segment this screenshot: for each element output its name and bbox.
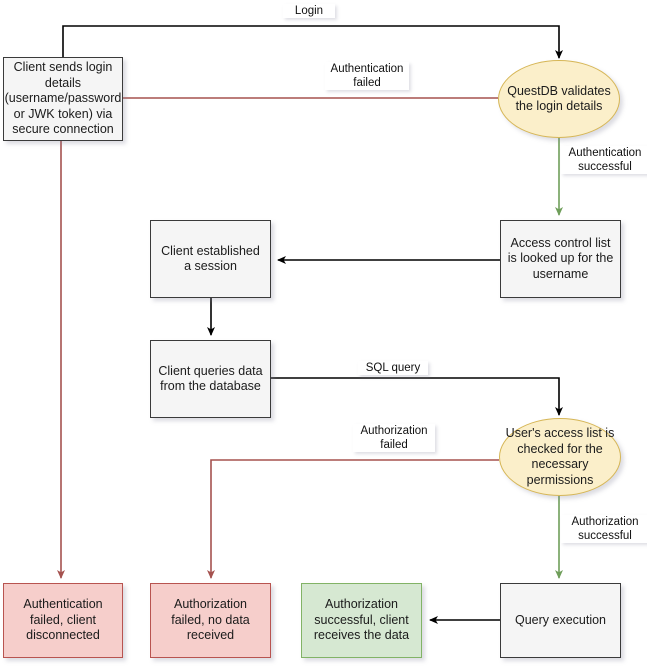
edge-label-sql-query: SQL query bbox=[358, 361, 428, 375]
node-query-execution[interactable]: Query execution bbox=[500, 583, 621, 658]
edge-authentication-failed bbox=[57, 97, 498, 579]
node-users-access-list-checked[interactable]: User's access list is checked for the ne… bbox=[499, 418, 621, 496]
node-authorization-successful[interactable]: Authorization successful, client receive… bbox=[301, 583, 422, 658]
node-questdb-validates[interactable]: QuestDB validates the login details bbox=[498, 60, 620, 138]
node-access-control-list-label: Access control list is looked up for the… bbox=[507, 235, 614, 281]
node-users-access-list-checked-label: User's access list is checked for the ne… bbox=[505, 426, 615, 487]
node-client-sends-login[interactable]: Client sends login details (username/pas… bbox=[3, 57, 123, 141]
edge-sql-query bbox=[271, 377, 563, 416]
node-client-sends-login-label: Client sends login details (username/pas… bbox=[4, 60, 122, 137]
edge-login bbox=[62, 25, 563, 59]
edge-label-authorization-successful: Authorization successful bbox=[561, 515, 647, 543]
node-authorization-successful-label: Authorization successful, client receive… bbox=[313, 597, 410, 643]
edge-label-authentication-successful: Authentication successful bbox=[561, 146, 647, 174]
node-authorization-failed[interactable]: Authorization failed, no data received bbox=[150, 583, 271, 658]
node-access-control-list[interactable]: Access control list is looked up for the… bbox=[500, 220, 621, 298]
edge-label-authorization-failed: Authorization failed bbox=[353, 424, 435, 452]
node-authentication-failed[interactable]: Authentication failed, client disconnect… bbox=[3, 583, 123, 658]
edge-label-login: Login bbox=[283, 4, 335, 18]
node-client-queries-data-label: Client queries data from the database bbox=[158, 363, 263, 394]
node-client-established-session[interactable]: Client established a session bbox=[150, 220, 271, 298]
node-authentication-failed-label: Authentication failed, client disconnect… bbox=[23, 597, 103, 643]
node-client-queries-data[interactable]: Client queries data from the database bbox=[150, 340, 271, 418]
node-query-execution-label: Query execution bbox=[514, 612, 607, 627]
edge-label-authentication-failed: Authentication failed bbox=[325, 62, 409, 90]
node-authorization-failed-label: Authorization failed, no data received bbox=[171, 597, 250, 643]
node-questdb-validates-label: QuestDB validates the login details bbox=[507, 83, 611, 114]
node-client-established-session-label: Client established a session bbox=[161, 243, 260, 274]
edge-authorization-failed bbox=[207, 459, 499, 579]
